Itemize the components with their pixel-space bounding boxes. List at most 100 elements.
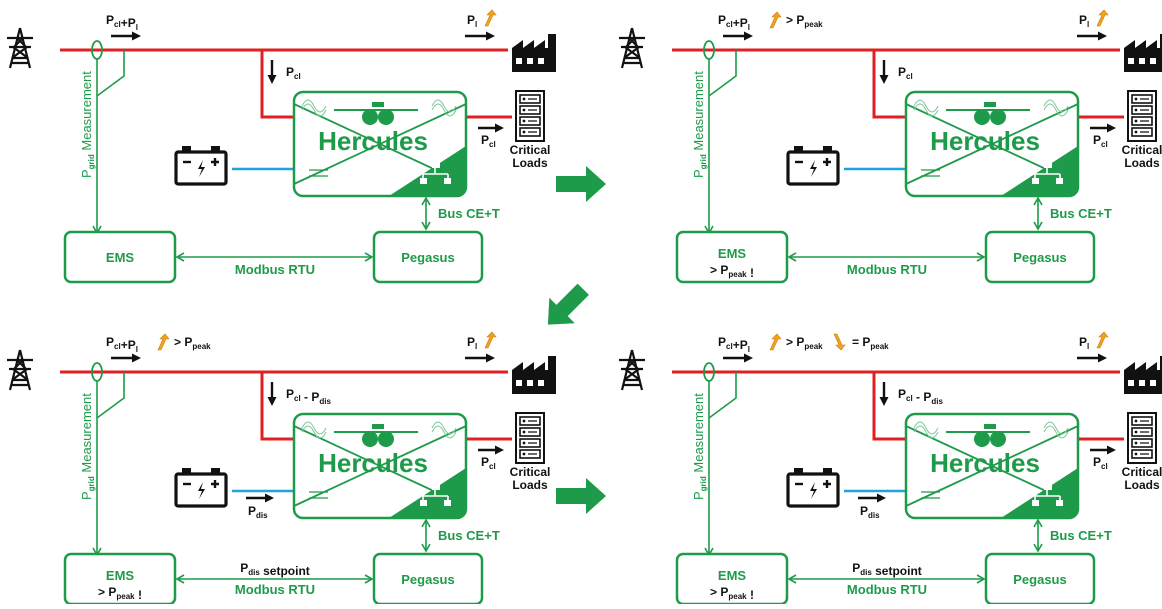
server-rack-icon bbox=[515, 90, 545, 142]
factory-icon bbox=[512, 34, 556, 72]
flow-label-critical-draw: Pcl bbox=[286, 65, 301, 81]
flow-arrow-load-head bbox=[1098, 31, 1107, 41]
ems-box bbox=[63, 230, 177, 284]
flow-arrow-discharge-head bbox=[877, 493, 886, 503]
hercules-label: Hercules bbox=[318, 126, 428, 156]
bus-label: Bus CE+T bbox=[438, 206, 500, 221]
flow-arrow-critical-down-head bbox=[879, 75, 889, 84]
sensor-wire bbox=[708, 372, 737, 419]
flow-arrow-total-head bbox=[132, 31, 141, 41]
critical-loads-label-1: Critical bbox=[510, 465, 551, 479]
ems-label: EMS bbox=[106, 250, 135, 265]
flow-label-critical: Pcl bbox=[481, 133, 496, 149]
setpoint-label: Pdis setpoint bbox=[852, 561, 922, 578]
fall-arrow-icon bbox=[833, 333, 846, 351]
flow-label-discharge: Pdis bbox=[860, 504, 880, 520]
modbus-arrowhead-right bbox=[976, 252, 986, 262]
modbus-arrowhead-right bbox=[976, 574, 986, 584]
pegasus-label: Pegasus bbox=[401, 250, 454, 265]
next-step-arrow-3 bbox=[556, 478, 606, 514]
load-rise-icon bbox=[484, 9, 497, 27]
flow-arrow-total-head bbox=[132, 353, 141, 363]
bus-arrowhead-up bbox=[1033, 196, 1043, 206]
flow-arrow-total-head bbox=[744, 353, 753, 363]
battery-icon bbox=[174, 466, 228, 508]
flow-arrow-critical-head bbox=[1107, 123, 1116, 133]
flow-arrow-total-head bbox=[744, 31, 753, 41]
pegasus-label: Pegasus bbox=[1013, 250, 1066, 265]
critical-feed-line bbox=[872, 372, 906, 441]
bus-arrowhead-up bbox=[421, 196, 431, 206]
flow-label-peak: > Ppeak bbox=[174, 335, 211, 351]
critical-loads-label-2: Loads bbox=[1124, 478, 1160, 492]
bus-label: Bus CE+T bbox=[1050, 206, 1112, 221]
flow-label-peak: > Ppeak bbox=[786, 335, 823, 351]
critical-feed-line bbox=[872, 50, 906, 119]
load-rise-icon bbox=[1096, 9, 1109, 27]
battery-icon bbox=[174, 144, 228, 186]
bus-label: Bus CE+T bbox=[1050, 528, 1112, 543]
panel-3: Hercules Pgrid Measurement Pcl+Pl > Ppeak Pl… bbox=[5, 331, 556, 606]
ems-box bbox=[675, 230, 789, 284]
measurement-label: Pgrid Measurement bbox=[79, 393, 96, 500]
flow-label-load: Pl bbox=[467, 335, 477, 351]
hercules-label: Hercules bbox=[930, 448, 1040, 478]
transmission-tower-icon bbox=[617, 26, 647, 70]
flow-label-load: Pl bbox=[1079, 335, 1089, 351]
rise-arrow-icon bbox=[157, 333, 170, 351]
flow-arrow-critical-head bbox=[495, 445, 504, 455]
modbus-arrowhead-left bbox=[175, 252, 185, 262]
critical-loads-label-1: Critical bbox=[510, 143, 551, 157]
load-rise-icon bbox=[484, 331, 497, 349]
measurement-label: Pgrid Measurement bbox=[79, 71, 96, 178]
bus-arrowhead-up bbox=[421, 518, 431, 528]
flow-label-load: Pl bbox=[1079, 13, 1089, 29]
flow-label-discharge: Pdis bbox=[248, 504, 268, 520]
rise-arrow-icon bbox=[769, 11, 782, 29]
pegasus-box bbox=[984, 230, 1096, 284]
flow-label-total: Pcl+Pl bbox=[106, 335, 138, 354]
bus-arrowhead-down bbox=[1033, 543, 1043, 553]
ems-peak-note: > Ppeak ! bbox=[98, 585, 142, 602]
transmission-tower-icon bbox=[617, 348, 647, 392]
battery-icon bbox=[786, 144, 840, 186]
hercules-label: Hercules bbox=[318, 448, 428, 478]
flow-arrow-critical-head bbox=[495, 123, 504, 133]
flow-label-total: Pcl+Pl bbox=[718, 13, 750, 32]
panel-2: Hercules Pgrid Measurement Pcl+Pl > Ppeak Pl… bbox=[617, 9, 1162, 284]
modbus-label: Modbus RTU bbox=[847, 262, 927, 277]
flow-arrow-discharge-head bbox=[265, 493, 274, 503]
ems-label: EMS bbox=[718, 246, 747, 261]
critical-feed-line bbox=[260, 50, 294, 119]
bus-arrowhead-down bbox=[1033, 221, 1043, 231]
flow-label-critical-draw: Pcl - Pdis bbox=[286, 387, 331, 406]
measurement-label: Pgrid Measurement bbox=[691, 71, 708, 178]
critical-feed-line bbox=[260, 372, 294, 441]
bus-arrowhead-down bbox=[421, 221, 431, 231]
pegasus-box bbox=[372, 230, 484, 284]
setpoint-label: Pdis setpoint bbox=[240, 561, 310, 578]
critical-loads-label-1: Critical bbox=[1122, 143, 1162, 157]
flow-label-critical: Pcl bbox=[481, 455, 496, 471]
transmission-tower-icon bbox=[5, 26, 35, 70]
modbus-label: Modbus RTU bbox=[847, 582, 927, 597]
modbus-arrowhead-left bbox=[787, 252, 797, 262]
flow-label-peak: > Ppeak bbox=[786, 13, 823, 29]
critical-loads-label-2: Loads bbox=[512, 478, 548, 492]
battery-icon bbox=[786, 466, 840, 508]
measurement-label: Pgrid Measurement bbox=[691, 393, 708, 500]
flow-label-critical-draw: Pcl - Pdis bbox=[898, 387, 943, 406]
hercules-label: Hercules bbox=[930, 126, 1040, 156]
next-step-arrow-1 bbox=[556, 166, 606, 202]
server-rack-icon bbox=[1127, 90, 1157, 142]
server-rack-icon bbox=[515, 412, 545, 464]
server-rack-icon bbox=[1127, 412, 1157, 464]
factory-icon bbox=[512, 356, 556, 394]
sensor-wire bbox=[708, 50, 737, 97]
flow-label-critical: Pcl bbox=[1093, 133, 1108, 149]
flow-arrow-load-head bbox=[1098, 353, 1107, 363]
factory-icon bbox=[1124, 34, 1162, 72]
transmission-tower-icon bbox=[5, 348, 35, 392]
